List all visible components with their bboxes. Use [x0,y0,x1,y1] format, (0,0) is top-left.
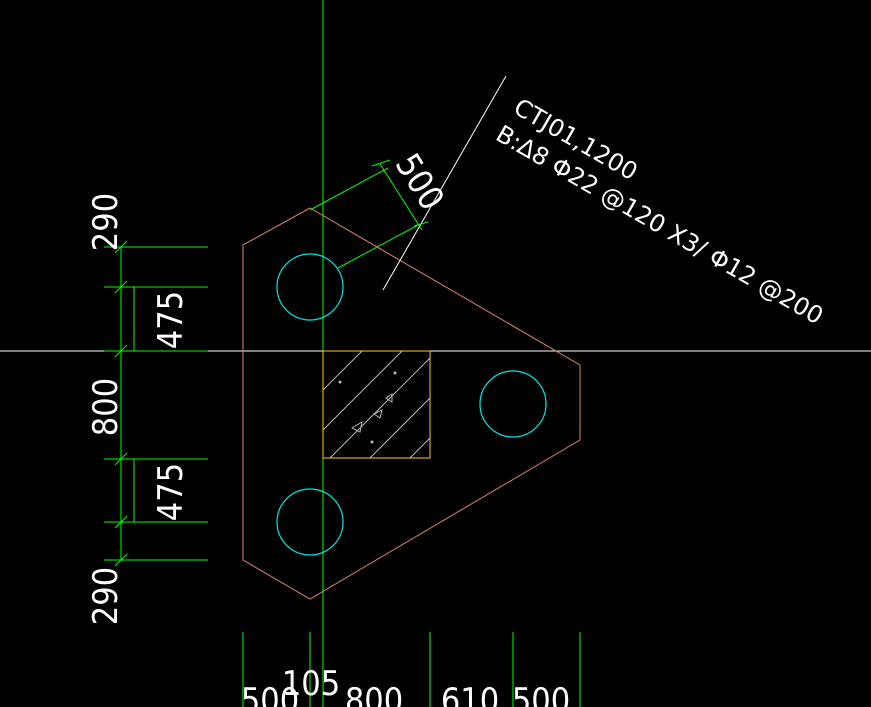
pile-cap-outline[interactable] [242,207,581,600]
dim-left-800: 800 [86,378,126,436]
bottom-dimension-lines [242,632,581,707]
label-line-2: B:Δ8 Φ22 @120 X3/ Φ12 @200 [491,120,828,331]
column-section[interactable] [322,350,517,459]
dim-left-475-top: 475 [151,291,191,349]
diagonal-dimension [309,159,429,269]
dim-bottom-610: 610 [441,681,499,707]
dim-bottom-800: 800 [345,681,403,707]
dim-left-290-bottom: 290 [86,567,126,625]
dim-bottom-500-left: 500 [241,681,299,707]
pile-circle-bottom-left[interactable] [276,488,344,556]
dim-bottom-105: 105 [282,664,340,704]
column-outline [322,350,431,459]
dim-left-290-top: 290 [86,193,126,251]
leader-line [382,75,507,291]
dim-left-475-bottom: 475 [151,463,191,521]
pile-circle-right[interactable] [479,370,547,438]
dim-diagonal-500: 500 [387,147,452,218]
left-dimension-chain [104,240,208,567]
dim-bottom-500-right: 500 [512,681,570,707]
pile-circle-top-left[interactable] [276,253,344,321]
column-hatch [323,351,430,458]
pile-cap-label[interactable]: CTJ01,1200 B:Δ8 Φ22 @120 X3/ Φ12 @200 [491,92,844,330]
